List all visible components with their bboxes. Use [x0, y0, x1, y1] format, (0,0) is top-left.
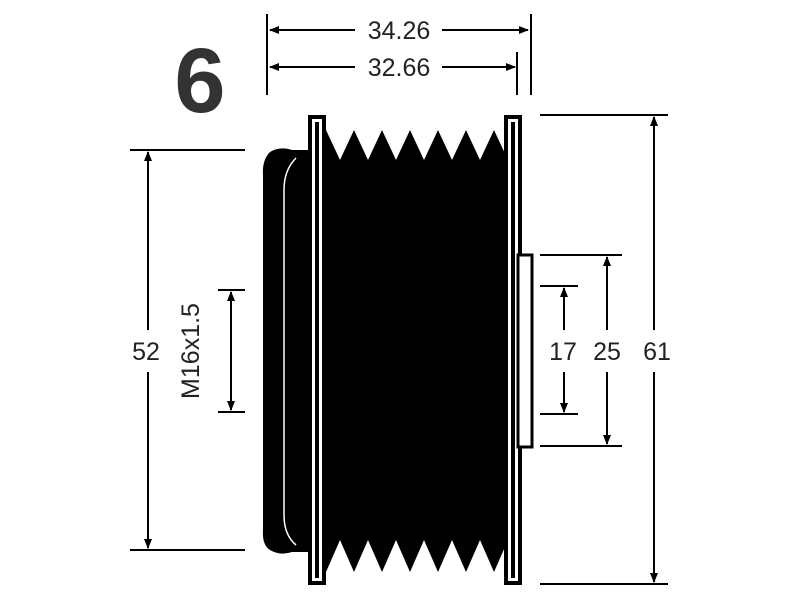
width-overall-label: 34.26	[368, 17, 431, 45]
boss-outer-label: 25	[593, 338, 621, 366]
thread-label: M16x1.5	[177, 303, 205, 399]
dim-boss-inner: 17	[540, 285, 578, 415]
dim-body-diameter: 52	[130, 149, 245, 551]
boss-inner-label: 17	[549, 338, 577, 366]
dim-width-inner: 32.66	[269, 52, 518, 95]
outer-diameter-label: 61	[643, 338, 671, 366]
dim-boss-outer: 25	[540, 254, 622, 447]
dim-thread: M16x1.5	[177, 289, 245, 413]
grooved-body	[326, 130, 508, 572]
view-number: 6	[174, 30, 225, 132]
width-inner-label: 32.66	[368, 54, 431, 82]
hub-cap	[262, 148, 312, 554]
body-diameter-label: 52	[132, 338, 160, 366]
pulley-body	[262, 115, 534, 585]
dim-outer-diameter: 61	[540, 114, 671, 585]
dim-width-overall: 34.26	[266, 14, 532, 95]
right-boss	[516, 253, 534, 449]
